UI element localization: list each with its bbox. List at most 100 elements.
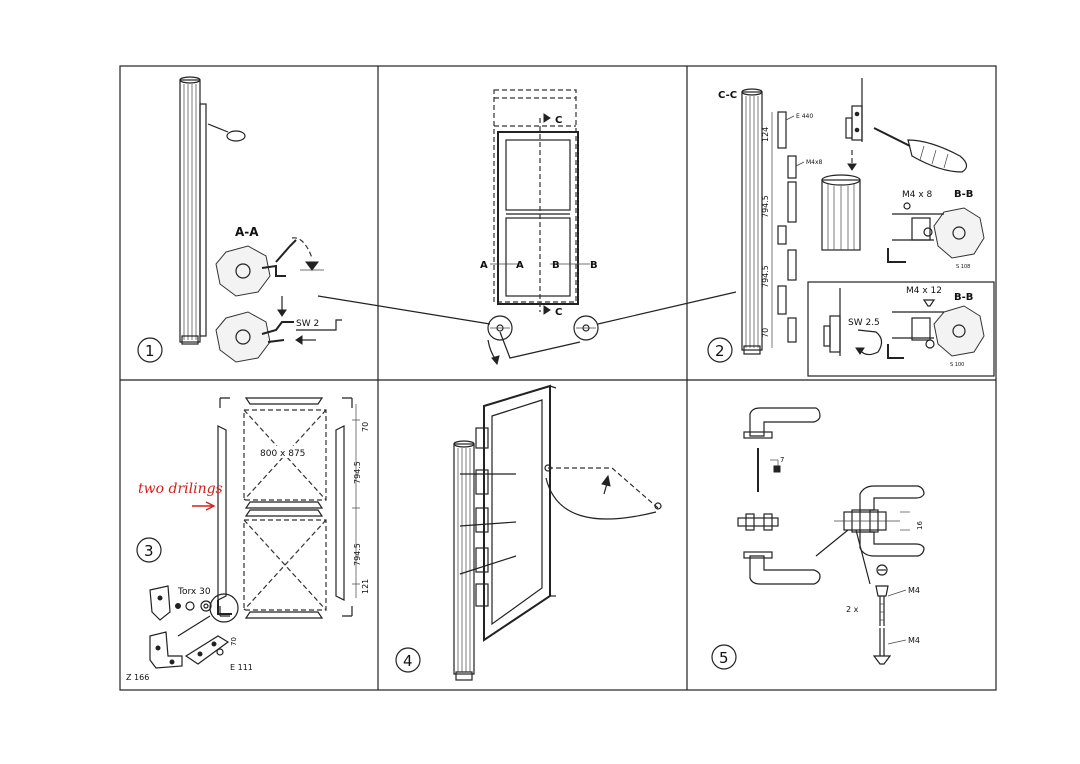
dim-794-5-top: 794.5 <box>353 461 362 484</box>
section-label-aa: A-A <box>235 225 259 239</box>
panel-center-top: C C A A B B <box>317 89 737 366</box>
dimension-7 <box>770 459 781 473</box>
frame-rails <box>244 397 324 619</box>
step-2-circle <box>707 337 733 363</box>
arrow-down-icon <box>277 296 287 317</box>
screw-m4x12-icon <box>922 299 936 307</box>
corner-connector-e111 <box>184 635 230 665</box>
allen-key-icon <box>296 319 342 331</box>
hinge-section-bb-bottom <box>887 305 985 359</box>
dim-70: 70 <box>761 328 770 338</box>
dim-124: 124 <box>761 127 770 142</box>
dim-794-5-bottom: 794.5 <box>761 265 770 288</box>
dim-7: 7 <box>780 456 784 464</box>
corner-connector-top <box>149 585 171 621</box>
part-code-s108: S 108 <box>956 264 970 270</box>
rotate-arrow-icon <box>855 329 883 356</box>
part-label-e111: E 111 <box>230 663 253 672</box>
leader-line-left <box>317 295 491 325</box>
annotation-arrow-icon <box>192 501 216 511</box>
part-code-s100: S 100 <box>950 362 964 368</box>
panel-2: C-C 124 794.5 794.5 70 E 440 <box>707 78 995 377</box>
screwdriver-icon <box>873 127 968 173</box>
section-label-c-top: C <box>555 115 562 126</box>
octagon-profile-section-bottom <box>215 311 294 363</box>
dim-70-connector: 70 <box>230 637 238 646</box>
frame-stiles <box>217 425 345 601</box>
step-5-number: 5 <box>719 649 729 667</box>
dim-70-top: 70 <box>361 422 370 432</box>
panel-5: 7 16 <box>711 407 925 670</box>
dim-794-5-top: 794.5 <box>761 195 770 218</box>
step-3-number: 3 <box>144 542 154 560</box>
hinge-bracket <box>845 78 863 142</box>
glass-size-label: 800 x 875 <box>260 449 305 459</box>
step-3-circle <box>136 537 162 563</box>
part-label-e440: E 440 <box>796 113 813 120</box>
quantity-label: 2 x <box>846 605 859 614</box>
screw-label-m4-top: M4 <box>908 586 920 595</box>
dim-794-5-bottom: 794.5 <box>353 543 362 566</box>
aluminium-post <box>741 88 763 355</box>
step-5-circle <box>711 644 737 670</box>
insert-arrow-icon <box>207 123 246 142</box>
corner-connector-z166 <box>149 631 183 669</box>
door-handle-top <box>743 407 821 439</box>
panel-grid <box>119 65 997 691</box>
step-4-number: 4 <box>403 652 413 670</box>
screw-head-icon <box>903 202 911 210</box>
section-label-b-left: B <box>552 260 560 271</box>
hinge-bracket-inset <box>823 288 841 356</box>
arrow-left-icon <box>295 335 316 345</box>
section-label-cc: C-C <box>718 90 737 101</box>
panel-3: 800 x 875 70 794.5 794.5 121 two driling… <box>126 397 370 682</box>
step-4-circle <box>395 647 421 673</box>
section-label-a-right: A <box>516 260 524 271</box>
aluminium-post <box>453 440 475 681</box>
hinges <box>459 427 517 607</box>
screw-label-m4x8: M4 x 8 <box>902 190 933 200</box>
dim-16: 16 <box>916 521 924 530</box>
step-2-number: 2 <box>715 342 725 360</box>
screw-parts <box>872 564 907 665</box>
section-label-bb-top: B-B <box>954 189 973 200</box>
panel-1: A-A SW 2 1 <box>137 76 342 363</box>
swing-arc <box>544 464 662 520</box>
step-1-number: 1 <box>145 342 155 360</box>
tool-label-sw2-5: SW 2.5 <box>848 318 880 328</box>
dim-121: 121 <box>361 579 370 594</box>
tool-label-torx30: Torx 30 <box>177 587 211 597</box>
hinge-section-bb-top <box>887 207 985 263</box>
step-1-circle <box>137 337 163 363</box>
door-frame-corners <box>219 397 353 617</box>
hinge-plates <box>777 111 797 343</box>
handle-assembly <box>834 485 925 557</box>
door-leaf-perspective <box>483 384 557 642</box>
rose-plates <box>737 513 779 531</box>
profile-extrusion <box>821 174 861 251</box>
section-label-c-bottom: C <box>555 307 562 318</box>
detail-circle <box>177 593 239 637</box>
aluminium-post <box>179 76 207 345</box>
door-frame-outline <box>493 89 577 303</box>
washer-icon <box>175 600 212 612</box>
glass-size-label-bg <box>258 446 312 458</box>
door-handle-bottom <box>743 551 821 585</box>
section-label-a-left: A <box>480 260 488 271</box>
detail-inset-box <box>807 281 995 377</box>
arrow-down-icon <box>847 150 857 171</box>
tool-label-sw2: SW 2 <box>296 319 319 329</box>
section-label-bb-bottom: B-B <box>954 292 973 303</box>
screw-label-m4x8-small: M4x8 <box>806 159 823 166</box>
door-leaf <box>497 131 579 305</box>
octagon-profile-section-top <box>215 237 324 297</box>
part-label-z166: Z 166 <box>126 673 149 682</box>
screw-label-m4-bottom: M4 <box>908 636 920 645</box>
hinge-detail-circles <box>487 315 599 366</box>
section-label-b-right: B <box>590 260 598 271</box>
screw-label-m4x12: M4 x 12 <box>906 286 942 296</box>
leader-line-right <box>597 291 737 325</box>
panel-4: 4 <box>395 384 662 681</box>
dimension-chain <box>352 404 360 598</box>
